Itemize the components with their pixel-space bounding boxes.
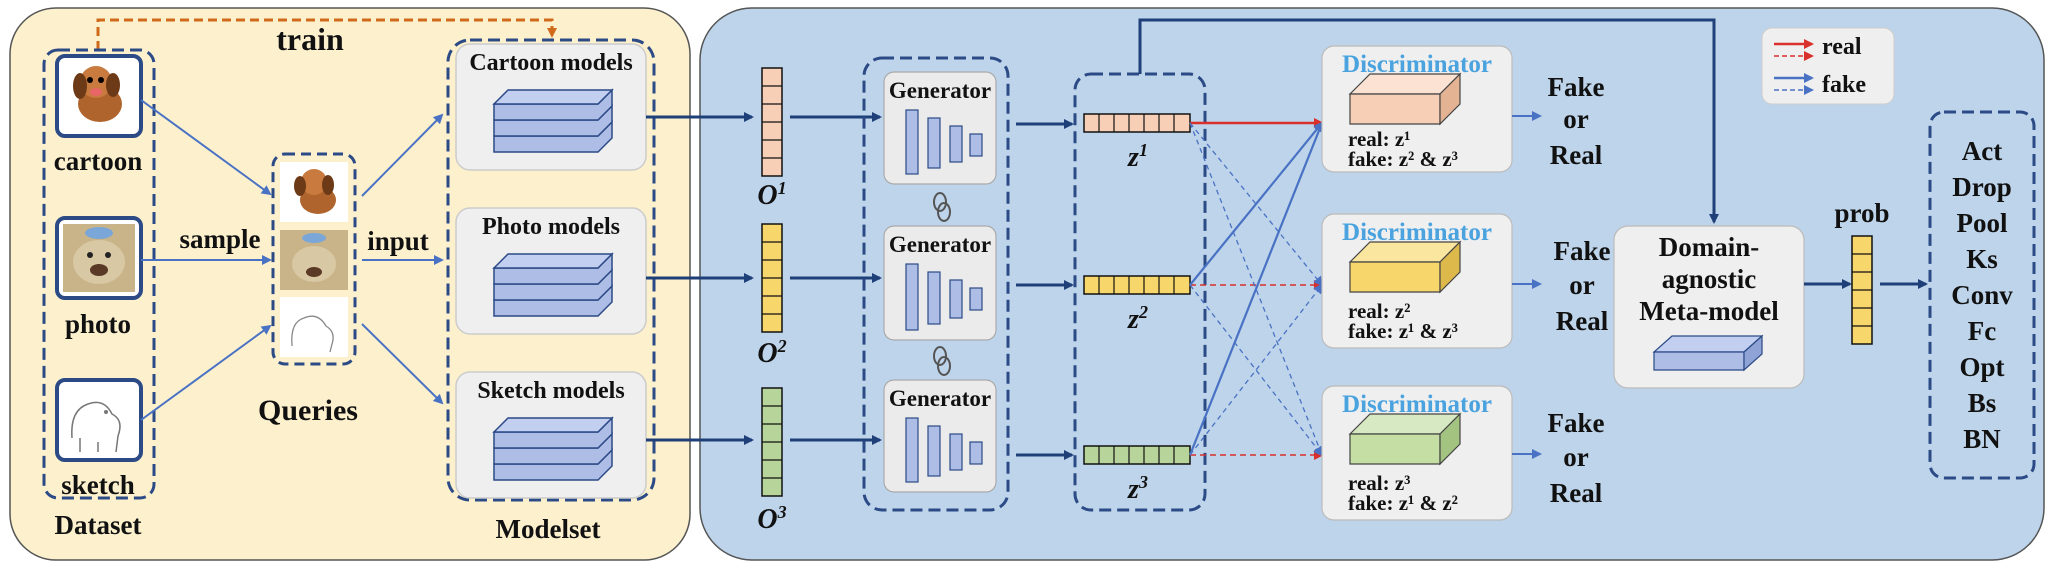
verdict-2: Fake or Real xyxy=(1554,236,1611,336)
generator-3-label: Generator xyxy=(889,386,991,411)
cartoon-to-queries-arrow xyxy=(140,99,272,196)
svg-text:agnostic: agnostic xyxy=(1662,264,1757,294)
discriminator-3-real: real: z³ xyxy=(1348,471,1410,495)
hyperparam-pool: Pool xyxy=(1957,208,2008,238)
sketch-models-card: Sketch models xyxy=(455,371,647,499)
meta-model: Domain- agnostic Meta-model xyxy=(1613,225,1805,389)
sketch-models-label: Sketch models xyxy=(477,378,624,404)
latent-label-z1: z1 xyxy=(1127,140,1148,173)
output-label-o1: O1 xyxy=(757,178,786,211)
queries-to-cartoon-models-arrow xyxy=(361,113,444,197)
legend-fake-label: fake xyxy=(1822,72,1866,98)
discriminator-3-fake: fake: z¹ & z² xyxy=(1348,491,1458,515)
generators-box xyxy=(862,56,1010,512)
svg-text:or: or xyxy=(1563,104,1589,134)
hyperparam-act: Act xyxy=(1962,136,2002,166)
output-vector-o2 xyxy=(761,223,783,333)
queries-box xyxy=(271,152,357,366)
prob-vector xyxy=(1851,235,1873,345)
output-label-o3: O3 xyxy=(757,502,786,535)
photo-image xyxy=(55,216,143,300)
discriminator-1-fake: fake: z² & z³ xyxy=(1348,147,1458,171)
generator-3: Generator xyxy=(883,379,997,493)
svg-text:Fake: Fake xyxy=(1554,236,1611,266)
svg-text:Real: Real xyxy=(1550,478,1603,508)
discriminator-2-real: real: z² xyxy=(1348,299,1410,323)
hyperparam-opt: Opt xyxy=(1959,352,2004,382)
latent-vector-z1 xyxy=(1083,113,1191,133)
photo-models-card: Photo models xyxy=(455,207,647,335)
svg-text:or: or xyxy=(1569,270,1595,300)
dataset-label: Dataset xyxy=(55,510,142,540)
modelset-label: Modelset xyxy=(496,514,601,544)
train-title: train xyxy=(276,21,344,57)
svg-text:Real: Real xyxy=(1556,306,1609,336)
svg-text:Real: Real xyxy=(1550,140,1603,170)
prob-label: prob xyxy=(1834,198,1889,228)
query-sketch-image xyxy=(280,297,348,357)
latent-vector-z2 xyxy=(1083,275,1191,295)
latent-label-z3: z3 xyxy=(1127,472,1148,505)
hyperparam-fc: Fc xyxy=(1968,316,1996,346)
query-photo-image xyxy=(280,230,348,290)
generator-1: Generator xyxy=(883,71,997,185)
svg-text:Fake: Fake xyxy=(1548,72,1605,102)
svg-text:Domain-: Domain- xyxy=(1659,232,1760,262)
discriminator-3: Discriminator real: z³ fake: z¹ & z² xyxy=(1321,385,1513,521)
train-feedback-arrow xyxy=(96,18,557,50)
hyperparams-box xyxy=(1928,110,2036,480)
sample-label: sample xyxy=(180,224,261,254)
generator-2: Generator xyxy=(883,225,997,341)
hyperparam-ks: Ks xyxy=(1966,244,1998,274)
domain-label-cartoon: cartoon xyxy=(54,146,142,176)
generator-1-label: Generator xyxy=(889,78,991,103)
svg-text:Meta-model: Meta-model xyxy=(1639,296,1779,326)
sketch-models-stack xyxy=(492,416,614,481)
photo-models-stack xyxy=(492,252,614,317)
discriminator-1-real: real: z¹ xyxy=(1348,127,1410,151)
input-label: input xyxy=(367,226,429,256)
hyperparam-bs: Bs xyxy=(1968,388,1997,418)
hyperparam-drop: Drop xyxy=(1952,172,2012,202)
cartoon-models-label: Cartoon models xyxy=(469,50,632,76)
sketch-to-queries-arrow xyxy=(140,324,272,421)
verdict-3: Fake or Real xyxy=(1548,408,1605,508)
output-vector-o3 xyxy=(761,387,783,497)
hyperparam-bn: BN xyxy=(1963,424,2001,454)
modelset-box xyxy=(446,38,656,502)
dataset-box xyxy=(42,48,156,500)
sketch-image xyxy=(55,378,143,462)
latents-box xyxy=(1073,72,1207,512)
generator-link-icon-2 xyxy=(933,346,951,376)
query-cartoon-image xyxy=(280,162,348,222)
queries-to-sketch-models-arrow xyxy=(361,323,444,405)
verdict-1: Fake or Real xyxy=(1548,72,1605,170)
output-vector-o1 xyxy=(761,67,783,177)
hyperparams-list: Act Drop Pool Ks Conv Fc Opt Bs BN xyxy=(1951,136,2013,454)
cartoon-models-card: Cartoon models xyxy=(455,43,647,171)
latent-label-z2: z2 xyxy=(1127,302,1148,335)
svg-text:Fake: Fake xyxy=(1548,408,1605,438)
photo-models-label: Photo models xyxy=(482,214,620,240)
svg-text:or: or xyxy=(1563,442,1589,472)
queries-label: Queries xyxy=(258,394,358,427)
discriminator-2-fake: fake: z¹ & z³ xyxy=(1348,319,1458,343)
latent-vector-z3 xyxy=(1083,445,1191,465)
output-label-o2: O2 xyxy=(757,336,786,369)
legend: real fake xyxy=(1761,27,1895,105)
discriminator-2: Discriminator real: z² fake: z¹ & z³ xyxy=(1321,213,1513,349)
domain-label-sketch: sketch xyxy=(61,470,135,500)
domain-label-photo: photo xyxy=(65,309,131,339)
latent-to-discriminator-connections xyxy=(1188,118,1324,460)
latent-to-meta-model-arrow xyxy=(1138,18,1719,224)
discriminator-1: Discriminator real: z¹ fake: z² & z³ xyxy=(1321,45,1513,173)
cartoon-models-stack xyxy=(492,88,614,153)
generator-2-label: Generator xyxy=(889,232,991,257)
legend-real-label: real xyxy=(1822,34,1862,60)
cartoon-image xyxy=(55,54,143,138)
hyperparam-conv: Conv xyxy=(1951,280,2013,310)
generator-link-icon-1 xyxy=(933,192,951,222)
